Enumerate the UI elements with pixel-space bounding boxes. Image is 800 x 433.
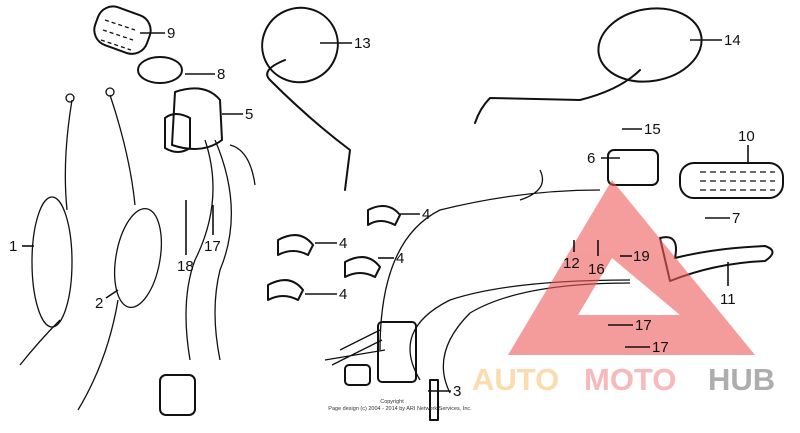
clamps (267, 205, 401, 301)
callout-19: 19 (633, 248, 650, 265)
part-8 (137, 56, 183, 84)
copyright-line-1: Copyright (380, 399, 404, 405)
callout-4: 4 (396, 250, 404, 267)
callouts: 9 8 13 14 5 15 10 6 4 4 4 4 7 1 2 17 18 … (9, 25, 755, 400)
callout-13: 13 (354, 35, 371, 52)
callout-14: 14 (724, 32, 741, 49)
left-switch-housing (159, 87, 256, 416)
watermark-auto: AUTO (472, 362, 559, 397)
throttle-grip (679, 162, 784, 199)
callout-2: 2 (95, 295, 103, 312)
callout-6: 6 (587, 150, 595, 167)
watermark-moto: MOTO (584, 362, 676, 397)
left-mirror (261, 6, 351, 191)
cable-2 (77, 87, 162, 411)
watermark-hub: HUB (708, 362, 775, 397)
callout-18: 18 (177, 258, 194, 275)
callout-17: 17 (204, 238, 221, 255)
callout-17: 17 (652, 339, 669, 356)
callout-9: 9 (167, 25, 175, 42)
callout-8: 8 (217, 66, 225, 83)
right-mirror (474, 7, 703, 124)
callout-1: 1 (9, 238, 17, 255)
copyright-line-2: Page design (c) 2004 - 2014 by ARI Netwo… (328, 406, 472, 412)
callout-3: 3 (453, 383, 461, 400)
callout-11: 11 (720, 291, 736, 308)
watermark-triangle-icon (508, 180, 755, 355)
callout-5: 5 (245, 106, 253, 123)
brake-lever (659, 236, 774, 282)
callout-17: 17 (635, 317, 652, 334)
watermark-logo: AUTO MOTO HUB (472, 180, 775, 397)
cable-1 (19, 93, 75, 366)
callout-4: 4 (422, 206, 430, 223)
callout-4: 4 (339, 286, 347, 303)
left-grip (93, 5, 152, 55)
callout-16: 16 (588, 261, 605, 278)
right-switch-housing (607, 149, 659, 186)
callout-12: 12 (563, 255, 580, 272)
callout-7: 7 (732, 210, 740, 227)
callout-15: 15 (644, 121, 661, 138)
wiring-harness (324, 169, 601, 386)
callout-4: 4 (339, 235, 347, 252)
leader-lines (22, 32, 749, 392)
callout-10: 10 (738, 128, 755, 145)
